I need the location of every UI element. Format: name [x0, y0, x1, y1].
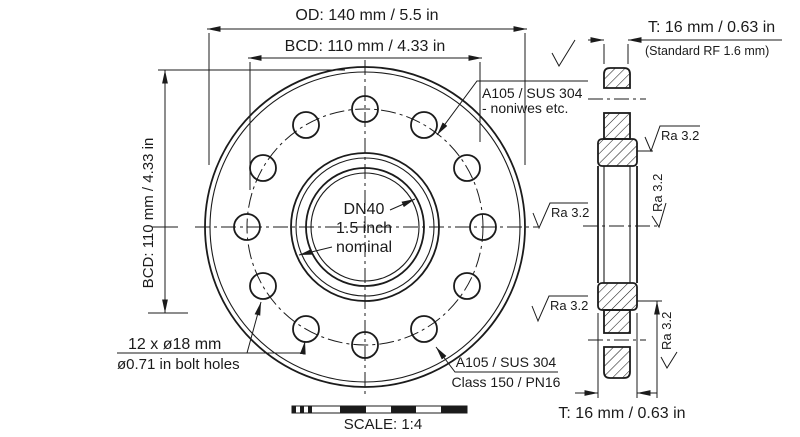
roughness-label-right-bottom: Ra 3.2 [659, 312, 674, 350]
scale-bar-tick [300, 406, 304, 413]
bolt-leader-1 [299, 340, 306, 355]
thickness-dimension-bottom: T: 16 mm / 0.63 in [558, 300, 686, 422]
bcd-vertical-label: BCD: 110 mm / 4.33 in [140, 138, 157, 289]
section-bottom-rim [603, 346, 631, 379]
bolt-hole [233, 213, 261, 241]
spec-note-leader [435, 346, 558, 373]
bore-inner-line [310, 172, 420, 282]
bore-circle [305, 167, 425, 287]
thickness-label-bottom: T: 16 mm / 0.63 in [558, 405, 685, 422]
bolt-circle [246, 108, 484, 346]
bolt-hole [292, 111, 320, 139]
bore-annotation: DN40 1.5 inch nominal [298, 198, 416, 256]
raised-face-circle [290, 152, 440, 302]
spec-note-bottom: A105 / SUS 304 Class 150 / PN16 [435, 346, 561, 390]
material-note-leader [436, 80, 588, 136]
outer-diameter-inner-line [209, 71, 521, 383]
section-bottom-web [603, 309, 631, 334]
roughness-callouts: Ra 3.2 Ra 3.2 Ra 3.2 Ra 3.2 Ra 3.2 [531, 125, 700, 369]
thickness-note: (Standard RF 1.6 mm) [645, 44, 769, 58]
roughness-icon-right-mid [651, 202, 667, 229]
bolt-holes-label-line2: ø0.71 in bolt holes [117, 356, 240, 373]
section-top-rim [603, 67, 631, 89]
bore-label-line2: 1.5 inch [336, 220, 392, 237]
roughness-icon-left-top [532, 202, 588, 230]
roughness-icon-left-bottom [531, 295, 588, 323]
bore-label-line1: DN40 [344, 201, 385, 218]
bolt-holes-label-line1: 12 x ø18 mm [128, 336, 221, 353]
section-bottom-hub [597, 282, 638, 311]
scale-bar-tick [292, 406, 296, 413]
bolt-hole [249, 272, 277, 300]
thickness-label: T: 16 mm / 0.63 in [648, 19, 775, 36]
bore-label-line3: nominal [336, 239, 392, 256]
roughness-icon-right-bottom [660, 351, 678, 369]
material-note-line2: - noniwes etc. [482, 100, 568, 116]
front-view: OD: 140 mm / 5.5 in BCD: 110 mm / 4.33 i… [117, 7, 588, 396]
od-dimension: OD: 140 mm / 5.5 in [207, 7, 527, 165]
bolt-hole [351, 95, 379, 123]
bore-leader-upper [389, 198, 416, 211]
section-top-hub [597, 138, 638, 167]
scale-bar-segment [391, 406, 416, 413]
scale-bar-segment [340, 406, 366, 413]
thickness-dimension-top: T: 16 mm / 0.63 in (Standard RF 1.6 mm) [551, 19, 782, 68]
scale-bar: SCALE: 1:4 [291, 405, 468, 433]
spec-note-line1: A105 / SUS 304 [456, 354, 557, 370]
bolt-hole [292, 315, 320, 343]
roughness-label-right-mid: Ra 3.2 [650, 174, 665, 212]
spec-note-line2: Class 150 / PN16 [452, 374, 561, 390]
scale-bar-tick [308, 406, 312, 413]
bolt-holes-annotation: 12 x ø18 mm ø0.71 in bolt holes [117, 301, 306, 373]
bolt-leader-2 [246, 301, 262, 354]
surface-finish-icon [551, 39, 576, 68]
bolt-hole [469, 213, 497, 241]
bolt-hole [453, 154, 481, 182]
bolt-hole [351, 331, 379, 359]
bcd-horizontal-dimension: BCD: 110 mm / 4.33 in [248, 38, 482, 190]
scale-label: SCALE: 1:4 [344, 416, 422, 433]
roughness-icon-right-step [644, 125, 700, 153]
scale-bar-segment [441, 406, 467, 413]
bolt-holes [233, 95, 497, 359]
material-note-top: A105 / SUS 304 - noniwes etc. [436, 80, 588, 136]
bolt-hole [453, 272, 481, 300]
bore-leader-lower [298, 246, 333, 256]
bolt-hole [410, 315, 438, 343]
raised-face-inner-line [295, 157, 435, 297]
outer-diameter-circle [204, 66, 526, 388]
roughness-label-left-bottom: Ra 3.2 [550, 298, 588, 313]
roughness-label-left-top: Ra 3.2 [551, 205, 589, 220]
side-section-view: T: 16 mm / 0.63 in (Standard RF 1.6 mm) … [531, 19, 782, 422]
material-note-line1: A105 / SUS 304 [482, 85, 583, 101]
section-top-web [603, 112, 631, 140]
od-dimension-label: OD: 140 mm / 5.5 in [295, 7, 438, 24]
roughness-label-right-step: Ra 3.2 [661, 128, 699, 143]
bcd-vertical-dimension: BCD: 110 mm / 4.33 in [140, 69, 345, 314]
bcd-horizontal-label: BCD: 110 mm / 4.33 in [285, 38, 446, 55]
